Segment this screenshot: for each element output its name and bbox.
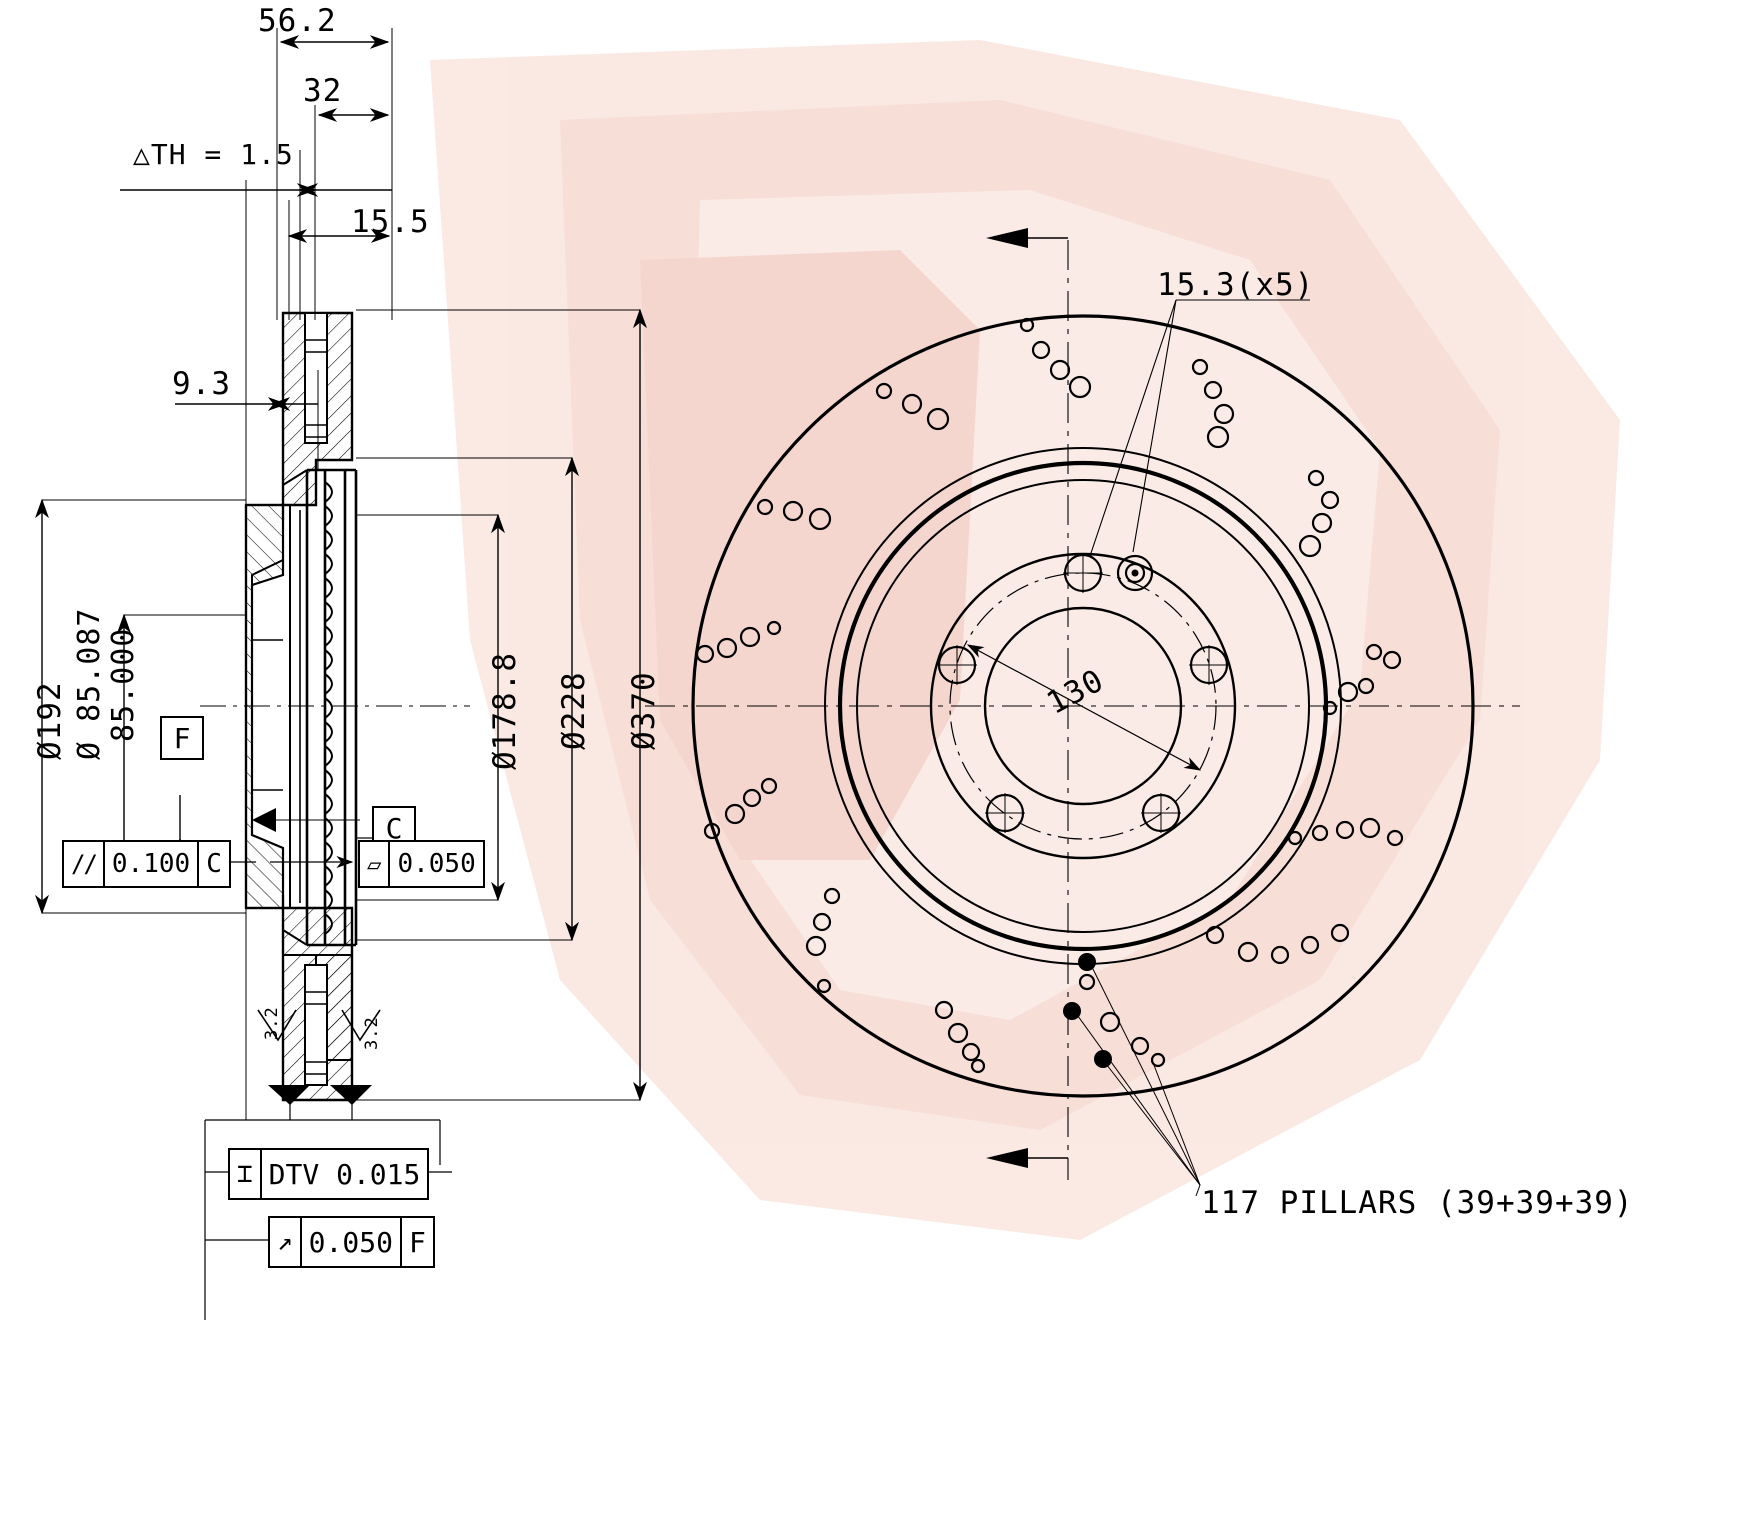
dim-outer-dia: Ø370: [626, 671, 662, 750]
flatness-value: 0.050: [388, 842, 482, 886]
flatness-symbol: ▱: [367, 850, 382, 878]
dim-bore-dia-lower: 85.000: [106, 627, 141, 742]
circular-runout-symbol: ↗: [277, 1227, 293, 1257]
total-runout-symbol: ⌶: [237, 1159, 253, 1189]
drilled-holes: [695, 317, 1404, 1074]
runout-value: 0.050: [299, 1218, 400, 1266]
label-pillars: 117 PILLARS (39+39+39): [1201, 1185, 1634, 1221]
dtv-value: DTV 0.015: [259, 1150, 428, 1198]
parallelism-value: 0.100: [102, 842, 197, 886]
datum-c-label: C: [385, 811, 403, 845]
tolerance-frame-dtv: ⌶ DTV 0.015: [228, 1148, 430, 1200]
pillar-callout-dots: [1063, 953, 1112, 1068]
dim-bore-dia-upper: Ø 85.087: [72, 607, 107, 761]
dim-overall-width: 56.2: [258, 3, 337, 39]
parallelism-symbol: //: [71, 850, 98, 878]
dim-pad-thickness: 15.5: [351, 204, 430, 240]
roughness-right: 3.2: [362, 1016, 382, 1050]
tolerance-frame-flatness: ▱ 0.050: [358, 840, 485, 888]
dim-hat-offset: 32: [303, 73, 343, 109]
datum-f-label: F: [173, 721, 191, 755]
label-hole-dia: 15.3(x5): [1157, 267, 1315, 303]
parallelism-datum: C: [197, 842, 229, 886]
dim-hat-dia: Ø192: [32, 681, 68, 760]
dim-flange-thickness: 9.3: [172, 366, 231, 402]
runout-datum: F: [399, 1218, 433, 1266]
datum-f-box: F: [160, 716, 204, 760]
dim-friction-inner-dia: Ø178.8: [487, 652, 523, 770]
roughness-left: 3.2: [262, 1006, 282, 1040]
tolerance-frame-runout: ↗ 0.050 F: [268, 1216, 435, 1268]
tolerance-frame-parallelism: // 0.100 C: [62, 840, 231, 888]
dim-friction-outer-dia: Ø228: [556, 671, 592, 750]
dim-th-note: △TH = 1.5: [133, 138, 294, 171]
